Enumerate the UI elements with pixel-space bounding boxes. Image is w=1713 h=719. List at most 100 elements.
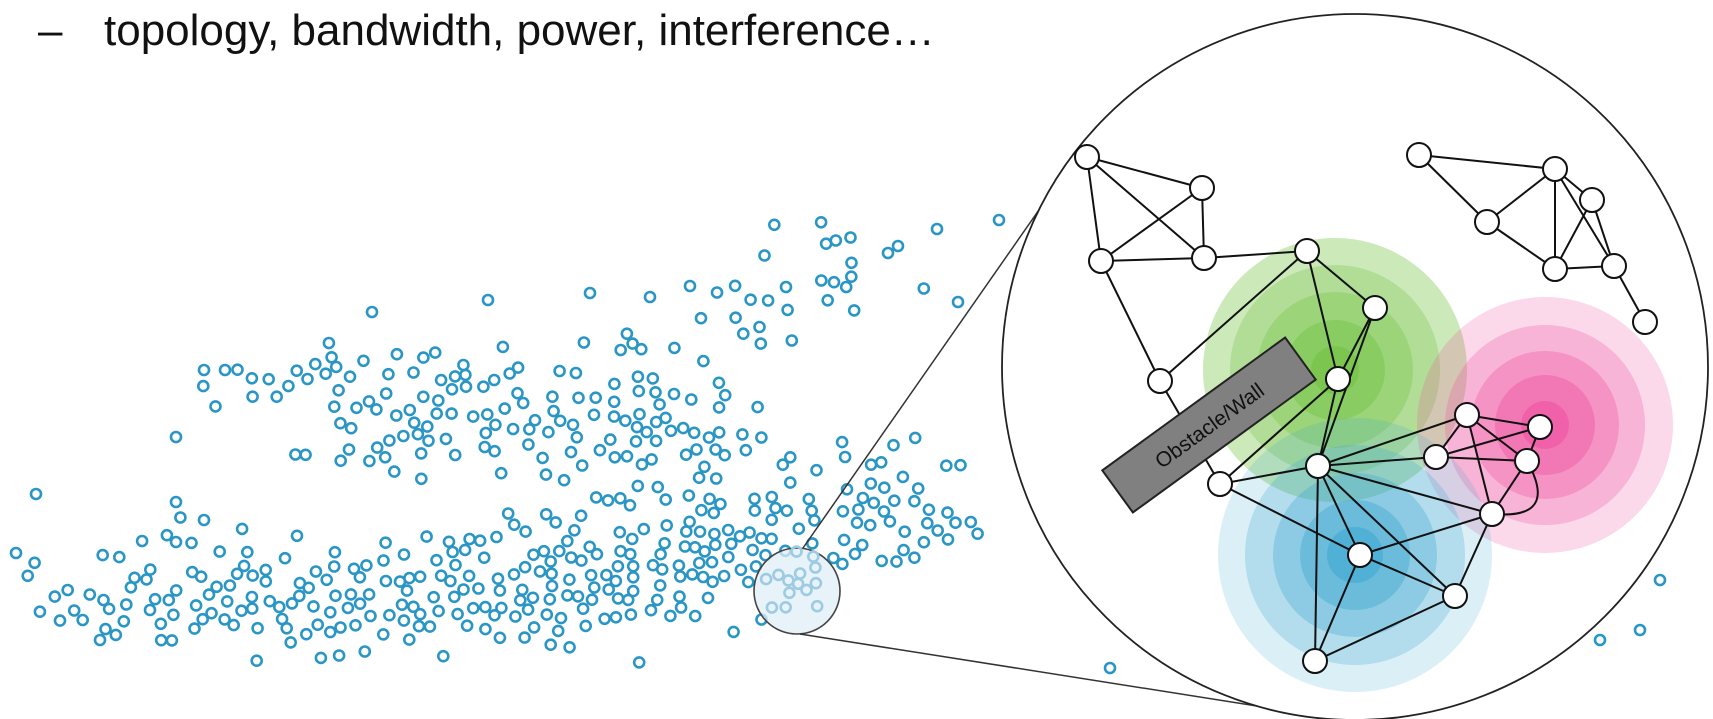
sensor-node — [939, 459, 953, 473]
sensor-node — [864, 458, 878, 472]
sensor-node — [664, 424, 678, 438]
sensor-node — [434, 373, 448, 387]
sensor-node — [765, 490, 779, 504]
sensor-node — [844, 231, 857, 244]
sensor-node — [683, 279, 697, 293]
network-link — [1314, 595, 1456, 662]
sensor-node — [400, 584, 414, 597]
sensor-node — [631, 479, 645, 493]
sensor-node — [620, 327, 634, 341]
network-link — [1317, 465, 1493, 515]
sensor-node — [659, 411, 672, 425]
sensor-node — [609, 610, 623, 624]
network-link — [1317, 456, 1437, 467]
sensor-node — [589, 391, 603, 405]
sensor-node — [810, 599, 824, 613]
sensor-node — [688, 540, 702, 554]
network-node — [1542, 256, 1568, 282]
network-links — [1086, 154, 1646, 662]
sensor-node — [682, 489, 696, 502]
sensor-node — [544, 555, 558, 568]
sensor-node — [370, 403, 383, 416]
sensor-node — [941, 533, 955, 546]
sensor-node — [644, 603, 658, 617]
sensor-node — [629, 435, 643, 448]
sensor-node — [357, 354, 370, 368]
sensor-node — [477, 380, 490, 394]
sensor-node — [478, 440, 492, 454]
sensor-node — [445, 407, 458, 420]
sensor-node — [536, 451, 549, 465]
sensor-node — [403, 571, 416, 585]
sensor-node — [623, 547, 637, 561]
sensor-node — [890, 555, 903, 568]
sensor-node — [29, 487, 43, 501]
sensor-node — [683, 515, 696, 529]
network-link — [1100, 187, 1203, 262]
sensor-node — [493, 584, 507, 597]
sensor-node — [608, 377, 621, 391]
sensor-node — [343, 370, 357, 384]
sensor-node — [289, 448, 302, 461]
sensor-node — [444, 574, 457, 588]
sensor-node — [674, 601, 688, 614]
sensor-node — [102, 602, 116, 616]
sensor-node — [911, 482, 925, 495]
sensor-node — [710, 286, 724, 299]
sensor-node — [290, 364, 304, 378]
sensor-node — [685, 568, 699, 581]
sensor-node — [99, 622, 112, 636]
sensor-node — [528, 413, 542, 427]
sensor-node — [718, 388, 732, 402]
sensor-node — [515, 583, 529, 597]
sensor-node — [672, 559, 686, 572]
sensor-node — [325, 350, 338, 364]
sensor-node — [867, 496, 881, 510]
sensor-node — [748, 492, 761, 506]
sensor-node — [626, 584, 640, 598]
sensor-node — [850, 516, 864, 530]
sensor-node — [563, 573, 576, 586]
sensor-node — [407, 600, 420, 614]
sensor-node — [920, 516, 934, 530]
sensor-node — [741, 575, 755, 589]
sensor-node — [411, 427, 425, 441]
sensor-node — [389, 409, 403, 422]
sensor-node — [61, 583, 74, 597]
sensor-node — [544, 638, 558, 652]
sensor-node — [547, 404, 560, 418]
bullet-text: topology, bandwidth, power, interference… — [104, 6, 935, 55]
sensor-node — [448, 370, 462, 383]
network-link — [1219, 483, 1361, 556]
sensor-node — [509, 610, 522, 623]
sensor-node — [383, 434, 396, 447]
sensor-node — [519, 525, 532, 538]
sensor-node — [309, 565, 323, 578]
sensor-node — [835, 435, 849, 449]
sensor-node — [237, 559, 251, 573]
sensor-node — [881, 246, 895, 260]
sensor-node — [218, 613, 231, 626]
sensor-node — [320, 573, 334, 587]
sensor-node — [708, 527, 721, 541]
sensor-node — [634, 342, 648, 356]
sensor-node — [250, 654, 264, 668]
sensor-node — [608, 450, 622, 464]
sensor-node — [646, 372, 660, 385]
network-link — [1491, 460, 1539, 516]
sensor-node — [160, 528, 174, 542]
sensor-node — [874, 455, 888, 469]
sensor-node — [518, 560, 532, 574]
sensor-node — [462, 569, 476, 583]
sensor-node — [262, 372, 276, 386]
sensor-node — [852, 503, 865, 516]
sensor-node — [334, 621, 347, 634]
network-link — [1359, 554, 1456, 597]
sensor-node — [490, 530, 503, 544]
sensor-node — [553, 364, 566, 378]
sensor-node — [322, 336, 336, 350]
sensor-node — [667, 387, 681, 401]
sensor-node — [761, 294, 775, 307]
sensor-node — [697, 354, 710, 368]
sensor-node — [583, 540, 597, 554]
